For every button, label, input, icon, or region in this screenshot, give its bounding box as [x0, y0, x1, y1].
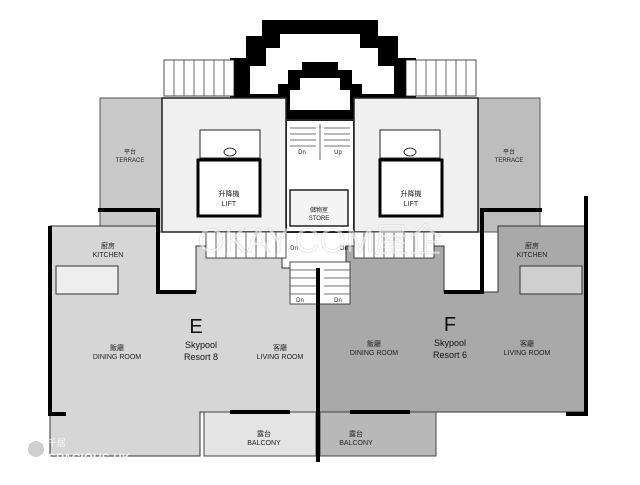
stair-dn-label: Dn	[290, 246, 298, 252]
living-e-en: LIVING ROOM	[257, 354, 304, 361]
dining-e-en: DINING ROOM	[93, 354, 141, 361]
toilet-icon	[403, 147, 417, 157]
lift-left-zh: 升降機	[219, 189, 240, 198]
unit-f-letter: F	[444, 314, 456, 336]
balcony-f-zh: 露台	[349, 429, 363, 438]
store-zh: 儲物室	[310, 206, 328, 214]
lift-left-en: LIFT	[222, 201, 237, 208]
kitchen-f-en: KITCHEN	[517, 252, 548, 259]
kitchen-counter-e	[55, 265, 119, 295]
kitchen-e-en: KITCHEN	[93, 252, 124, 259]
unit-e-name-1: Skypool	[185, 340, 217, 350]
stair-up-label: Up	[334, 150, 342, 156]
side-stairs-right	[405, 59, 477, 97]
kitchen-e-zh: 廚房	[101, 241, 115, 250]
stair-dn-label: Dn	[296, 298, 304, 304]
watermark-center: OKAY.COM屋企	[198, 222, 442, 260]
lift-right-zh: 升降機	[401, 189, 422, 198]
balcony-f	[319, 411, 437, 457]
wc-left	[199, 129, 261, 159]
lift-right	[378, 158, 444, 218]
lift-left	[196, 158, 262, 218]
terrace-left-zh: 平台	[124, 148, 136, 156]
unit-e-letter: E	[189, 316, 202, 338]
lift-right-en: LIFT	[404, 201, 419, 208]
store-room	[289, 189, 349, 227]
dining-f-zh: 飯廳	[367, 339, 381, 348]
toilet-icon	[223, 147, 237, 157]
exterior-walls	[48, 196, 588, 462]
living-f-en: LIVING ROOM	[504, 350, 551, 357]
unit-f-name-2: Resort 6	[433, 350, 467, 360]
dining-f-en: DINING ROOM	[350, 350, 398, 357]
unit-e-name-2: Resort 8	[184, 352, 218, 362]
dining-e-zh: 飯廳	[110, 343, 124, 352]
living-f-zh: 客廳	[520, 339, 534, 348]
stair-dn-label: Dn	[298, 150, 306, 156]
living-e-zh: 客廳	[273, 343, 287, 352]
spacious-logo-icon	[28, 441, 44, 457]
terrace-right-zh: 平台	[503, 148, 515, 156]
balcony-e-zh: 露台	[257, 429, 271, 438]
lower-stairs-left	[205, 231, 287, 259]
terrace-right-en: TERRACE	[495, 158, 524, 164]
stair-dn-label: Dn	[334, 298, 342, 304]
core-inner-wall	[278, 62, 362, 120]
wc-right	[379, 129, 441, 159]
central-stairs	[290, 124, 350, 160]
watermark-corner-zh: 千居	[48, 438, 66, 448]
lower-stairs-right	[353, 231, 435, 259]
terrace-left-en: TERRACE	[116, 158, 145, 164]
balcony-f-en: BALCONY	[339, 440, 373, 447]
side-stairs-left	[163, 59, 235, 97]
balcony-e-en: BALCONY	[247, 440, 281, 447]
store-en: STORE	[309, 216, 330, 222]
stair-dn-label: Dn	[340, 246, 348, 252]
unit-f-name-1: Skypool	[434, 338, 466, 348]
kitchen-f-zh: 廚房	[525, 241, 539, 250]
kitchen-counter-f	[519, 265, 583, 295]
watermark-corner-en: SPACIOUS.HK	[48, 451, 131, 465]
